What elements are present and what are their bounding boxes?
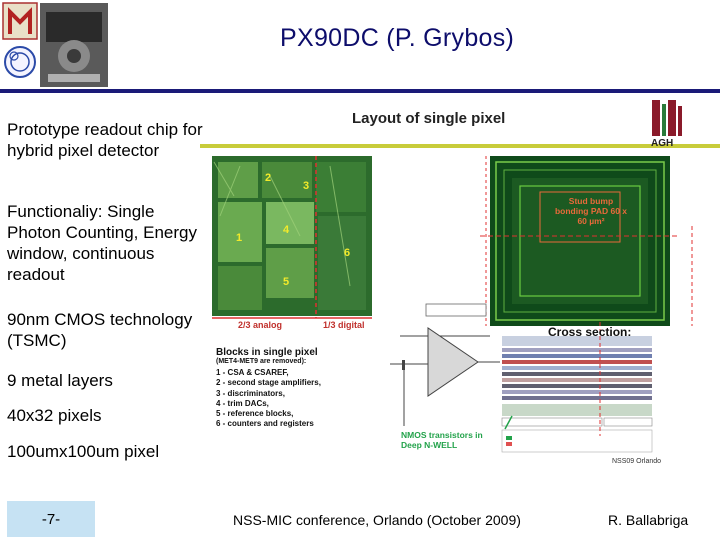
region-number-2: 2 (265, 172, 272, 184)
author-footer: R. Ballabriga (608, 512, 689, 528)
block-item: 1 - CSA & CSAREF, (216, 368, 289, 377)
stud-bump-layout-image (480, 156, 680, 326)
blocks-note: (MET4-MET9 are removed): (216, 358, 307, 365)
bullet-technology: 90nm CMOS technology (TSMC) (7, 310, 193, 350)
pixel-layout-image (212, 156, 372, 319)
slide-title: PX90DC (P. Grybos) (280, 24, 515, 52)
block-item: 4 - trim DACs, (216, 398, 269, 408)
block-item: 3 - discriminators, (216, 388, 285, 398)
page-number: -7- (41, 511, 61, 528)
detector-photo-icon (40, 3, 108, 87)
bullet-pixel-size: 100umx100um pixel (7, 442, 160, 461)
digital-label: 1/3 digital (323, 320, 365, 330)
cross-section-title: Cross section: (548, 325, 632, 339)
region-number-3: 3 (303, 180, 310, 192)
institution-logos (2, 2, 108, 87)
page-number-box (7, 501, 95, 537)
region-number-1: 1 (236, 232, 243, 244)
figure-title-rule (200, 144, 720, 148)
bullet-functionality: Functionaliy: Single Photon Counting, En… (7, 202, 197, 284)
region-number-4: 4 (283, 224, 290, 236)
block-item: 5 - reference blocks, (216, 409, 294, 419)
cross-section-image (501, 322, 653, 453)
nmos-label: NMOS transistors in Deep N-WELL (401, 430, 483, 450)
bullet-pixel-count: 40x32 pixels (7, 406, 102, 425)
stud-bump-label: Stud bump bonding PAD 60 x 60 µm² (554, 196, 628, 226)
logo-badge-top-icon (2, 2, 38, 40)
blocks-title: Blocks in single pixel (216, 347, 318, 358)
block-item: 6 - counters and registers (216, 419, 314, 429)
conference-footer: NSS-MIC conference, Orlando (October 200… (233, 512, 521, 528)
bullet-readout-chip: Prototype readout chip for hybrid pixel … (7, 120, 203, 160)
region-number-5: 5 (283, 276, 290, 288)
region-number-6: 6 (344, 247, 351, 259)
analog-label: 2/3 analog (238, 320, 283, 330)
pixel-layout-figure (200, 100, 720, 453)
figure-title: Layout of single pixel (352, 110, 506, 127)
cern-logo-icon (4, 46, 36, 78)
agh-logo-text: AGH (651, 138, 674, 149)
block-item: 2 - second stage amplifiers, (216, 378, 321, 388)
blocks-list: 1 - CSA & CSAREF, 2 - second stage ampli… (216, 368, 321, 430)
bullet-metal-layers: 9 metal layers (7, 371, 113, 390)
header-divider (0, 89, 720, 93)
csa-schematic (390, 303, 500, 426)
agh-logo-icon (652, 100, 682, 136)
nss-label: NSS09 Orlando (612, 458, 662, 465)
